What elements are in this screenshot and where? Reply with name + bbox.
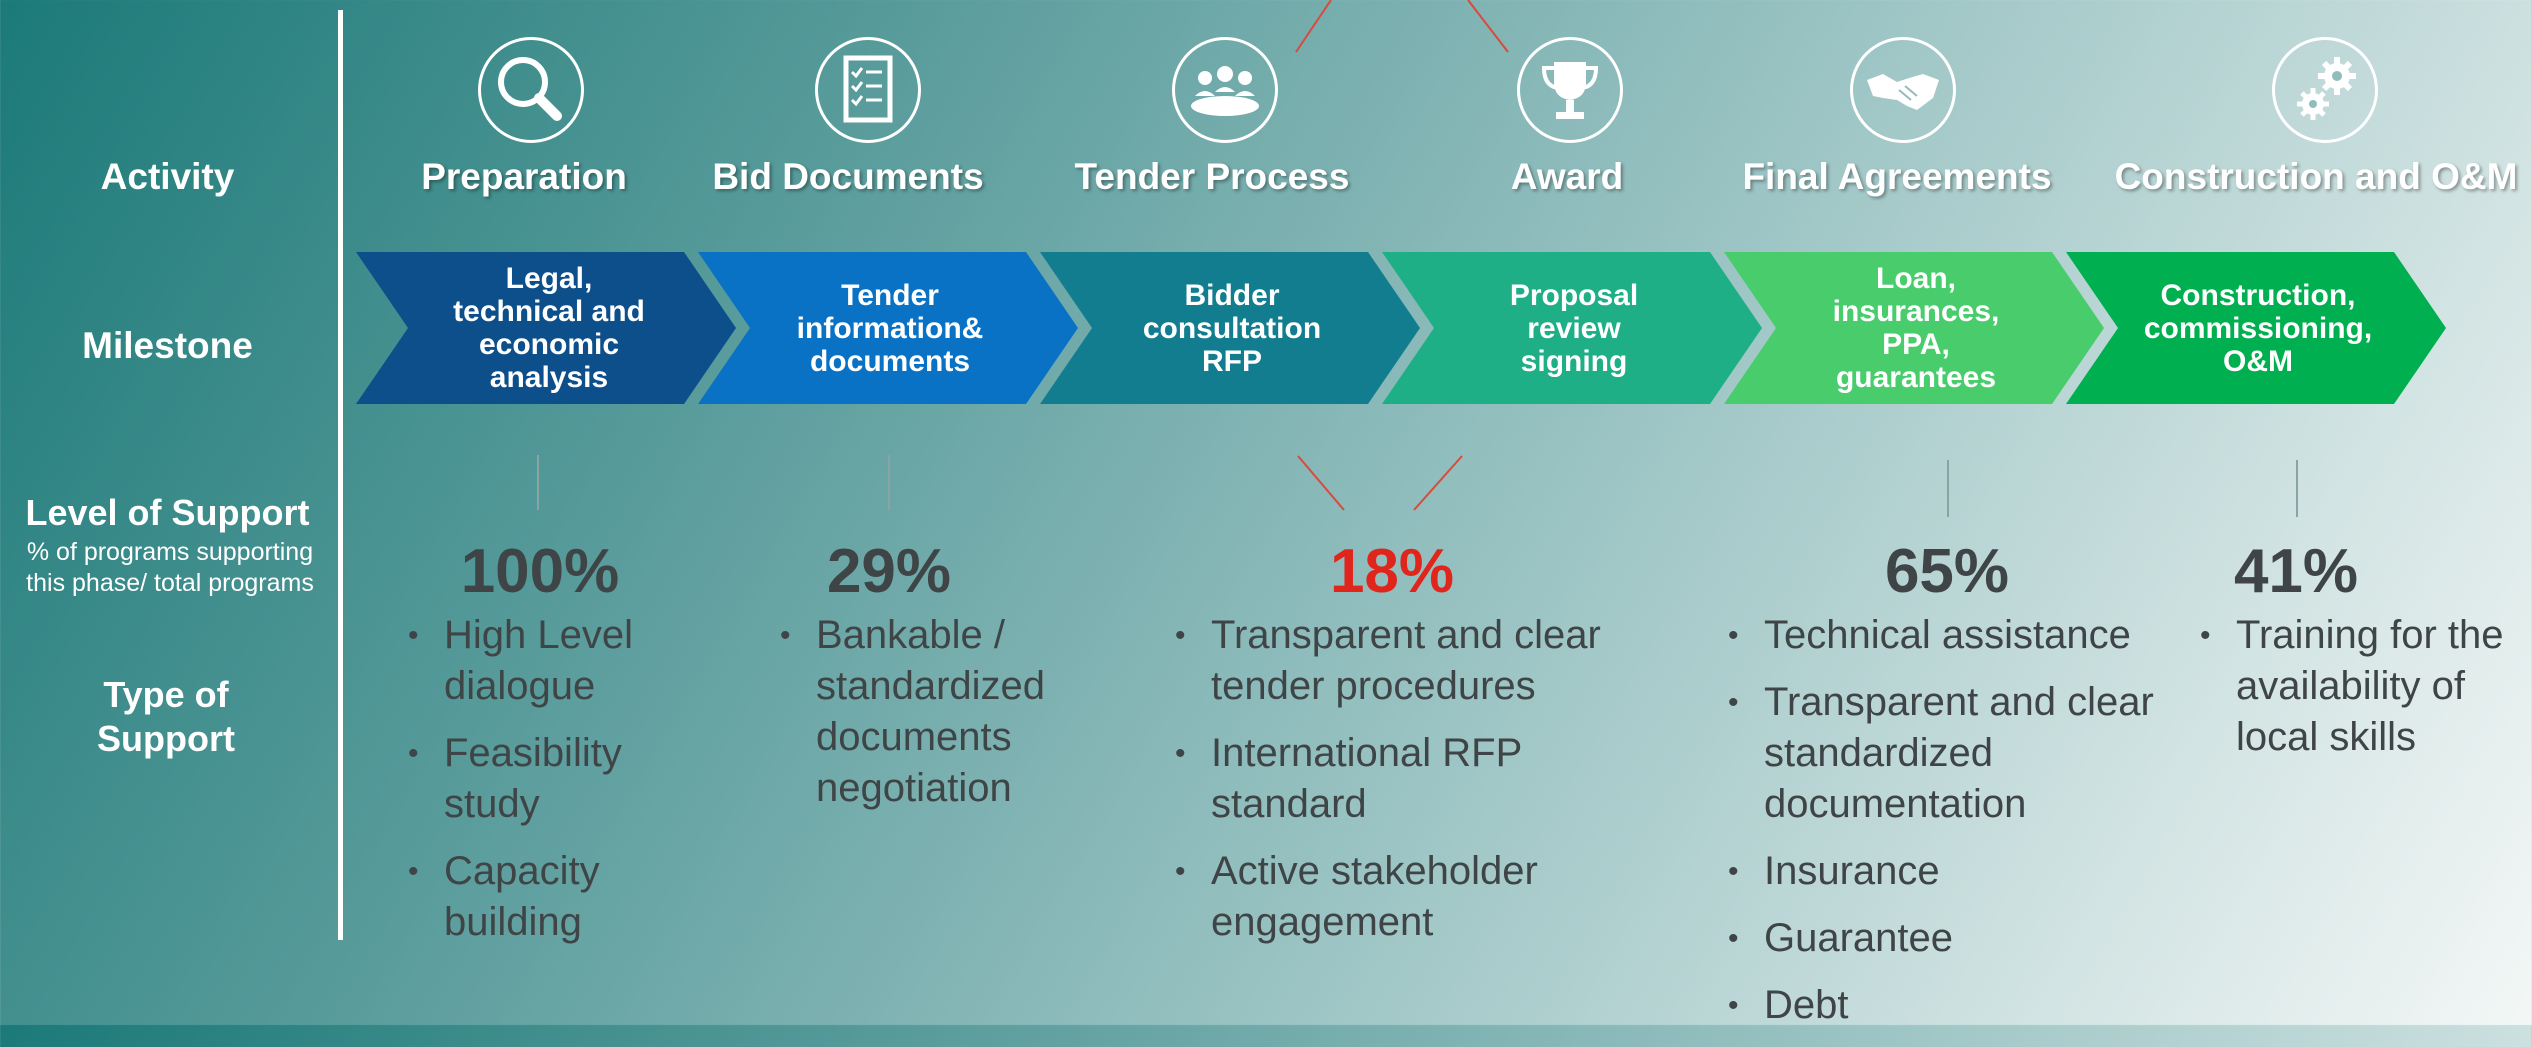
milestone-legal-technical-economic: Legal, technical and economic analysis (453, 262, 645, 394)
percent-tender-process: 18% (1329, 537, 1455, 606)
support-item: Guarantee (1728, 913, 2188, 964)
support-item: Debt (1728, 980, 2188, 1031)
percent-bid-documents: 29% (826, 537, 952, 606)
support-item: International RFP standard (1175, 728, 1615, 830)
milestone-bidder-consultation: Bidder consultation RFP (1142, 278, 1322, 378)
connector-line (1947, 460, 1949, 517)
percent-final-agreements: 65% (1884, 537, 2010, 606)
milestone-loan-insurances: Loan, insurances, PPA, guarantees (1832, 262, 2000, 394)
support-item: Capacity building (408, 846, 668, 948)
connector-line (537, 455, 539, 510)
handshake-icon (1850, 37, 1956, 143)
support-list-construction-om: Training for the availability of local s… (2200, 610, 2520, 779)
milestone-chevron-1 (356, 252, 736, 404)
support-item: Active stakeholder engagement (1175, 846, 1615, 948)
milestone-tender-information: Tender information& documents (796, 278, 984, 378)
milestone-chevron-3 (1040, 252, 1420, 404)
support-item: Transparent and clear tender procedures (1175, 610, 1615, 712)
activity-award: Award (1510, 156, 1624, 197)
milestone-chevrons (356, 0, 2446, 511)
milestone-proposal-review: Proposal review signing (1509, 278, 1639, 378)
magnifier-icon (478, 37, 584, 143)
support-item: Transparent and clear standardized docum… (1728, 677, 2188, 830)
activity-row-label: Activity (100, 156, 235, 197)
percent-construction-om: 41% (2233, 537, 2359, 606)
support-item: Insurance (1728, 846, 2188, 897)
trophy-icon (1517, 37, 1623, 143)
milestone-chevron-5 (1724, 252, 2104, 404)
connector-line (2296, 460, 2298, 517)
support-list-bid-documents: Bankable / standardized documents negoti… (780, 610, 1080, 830)
meeting-icon (1172, 37, 1278, 143)
milestone-chevron-6 (2066, 252, 2446, 404)
level-of-support-label: Level of Support (25, 492, 310, 533)
milestone-row-label: Milestone (82, 325, 253, 366)
level-of-support-note: % of programs supporting this phase/ tot… (26, 538, 314, 597)
support-list-tender-process: Transparent and clear tender procedures … (1175, 610, 1615, 964)
type-of-support-label: Type of Support (97, 674, 235, 759)
milestone-chevron-4 (1382, 252, 1762, 404)
milestone-chevron-2 (698, 252, 1078, 404)
divider-line (338, 10, 343, 940)
activity-tender-process: Tender Process (1074, 156, 1350, 197)
activity-preparation: Preparation (421, 156, 627, 197)
support-item: Feasibility study (408, 728, 668, 830)
activity-bid-documents: Bid Documents (712, 156, 984, 197)
milestone-construction-commissioning: Construction, commissioning, O&M (2143, 278, 2373, 378)
support-item: Technical assistance (1728, 610, 2188, 661)
activity-construction-om: Construction and O&M (2114, 156, 2518, 197)
percent-preparation: 100% (460, 537, 620, 606)
gears-icon (2272, 37, 2378, 143)
support-list-preparation: High Level dialogue Feasibility study Ca… (408, 610, 668, 964)
checklist-icon (815, 37, 921, 143)
support-list-final-agreements: Technical assistance Transparent and cle… (1728, 610, 2188, 1047)
support-item: Training for the availability of local s… (2200, 610, 2520, 763)
support-item: High Level dialogue (408, 610, 668, 712)
support-item: Bankable / standardized documents negoti… (780, 610, 1080, 814)
activity-final-agreements: Final Agreements (1742, 156, 2052, 197)
connector-line (888, 455, 890, 510)
